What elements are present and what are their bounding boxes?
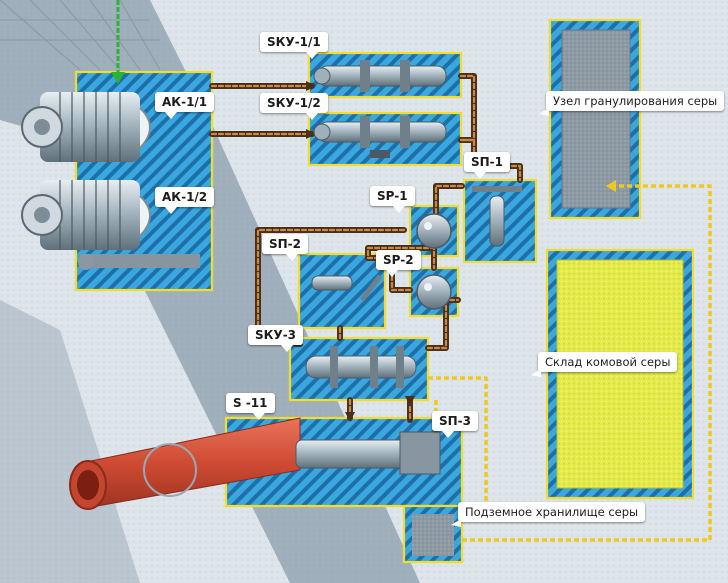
lump-sulfur-pile (557, 260, 683, 488)
sp2-tank (417, 275, 451, 309)
label-granulation: Узел гранулирования серы (546, 91, 724, 111)
label-sku1: SКУ-1/1 (260, 32, 328, 52)
boiler-1 (22, 92, 150, 162)
aux-tank (78, 254, 94, 270)
label-sp-cyr2: SП-2 (262, 234, 308, 254)
sp1-tank (417, 214, 451, 248)
label-s11: S -11 (226, 393, 275, 413)
boiler-2 (22, 180, 150, 250)
label-sp1: SP-1 (370, 186, 415, 206)
label-sp-cyr3: SП-3 (432, 411, 478, 431)
label-lump-storage: Склад комовой серы (538, 352, 677, 372)
label-sp2: SP-2 (376, 250, 421, 270)
underground-pad (412, 514, 454, 556)
label-sku3: SКУ-3 (248, 325, 303, 345)
label-underground: Подземное хранилище серы (458, 502, 645, 522)
label-sp-cyr1: SП-1 (464, 152, 510, 172)
zone-sp-cyr2 (299, 254, 385, 328)
label-ak1: АК-1/1 (155, 92, 214, 112)
granulation-pad (562, 30, 630, 208)
label-ak2: АК-1/2 (155, 187, 214, 207)
label-sku2: SКУ-1/2 (260, 93, 328, 113)
